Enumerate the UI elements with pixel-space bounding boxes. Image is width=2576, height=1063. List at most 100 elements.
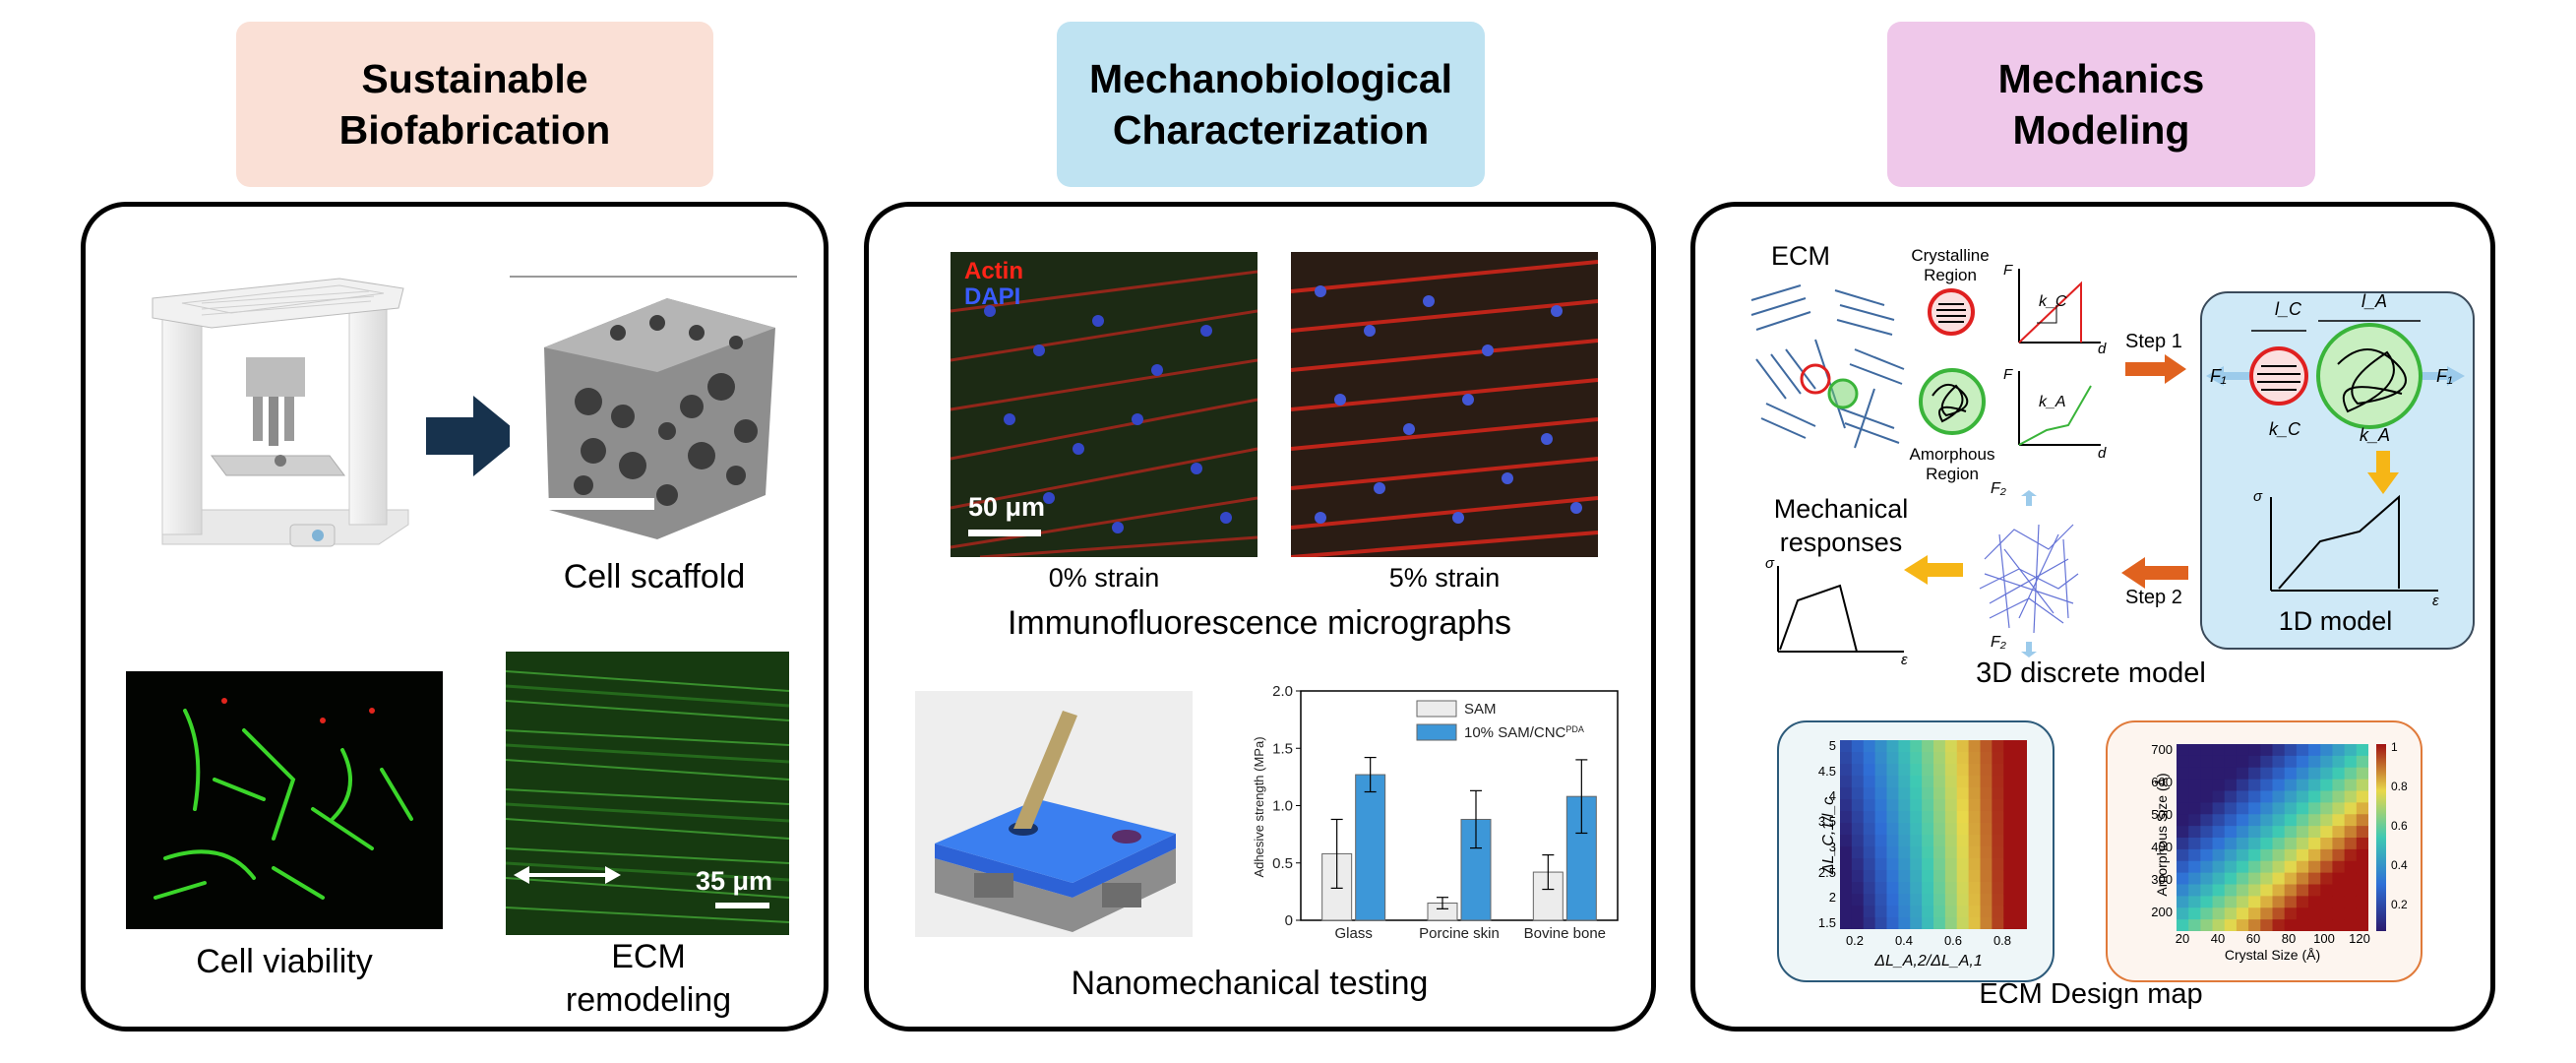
heatmap-cell xyxy=(1874,835,1887,847)
heatmap-cell xyxy=(1944,776,1958,788)
heatmap-cell xyxy=(1874,787,1887,800)
heatmap-cell xyxy=(1992,917,2004,929)
heatmap-cell xyxy=(1886,917,1899,929)
heatmap-cell xyxy=(2224,744,2238,757)
heatmap-cell xyxy=(1980,811,1993,824)
heatmap-cell xyxy=(2296,896,2309,908)
heatmap-cell xyxy=(2224,872,2238,885)
axis-tick-label: 300 xyxy=(2151,872,2173,887)
heatmap-cell xyxy=(1898,752,1911,765)
heatmap-cell xyxy=(2296,860,2309,874)
heatmap-cell xyxy=(1992,835,2004,847)
heatmap-cell xyxy=(1851,894,1865,907)
heatmap-cell xyxy=(2272,907,2286,920)
heatmap-cell xyxy=(2003,799,2016,812)
heatmap-cell xyxy=(1910,740,1923,753)
heatmap-cell xyxy=(1874,752,1887,765)
ka-model-label: k_A xyxy=(2360,425,2391,445)
heatmap-cell xyxy=(2356,826,2368,839)
heatmap-cell xyxy=(2236,790,2249,803)
heatmap-cell xyxy=(2248,919,2261,931)
heatmap-cell xyxy=(2260,802,2273,815)
ecm-scale-bar-label: 35 μm xyxy=(696,866,773,896)
heatmap-cell xyxy=(1910,882,1923,895)
heatmap-cell xyxy=(2320,814,2333,827)
heatmap-cell xyxy=(1944,752,1958,765)
heatmap-cell xyxy=(2212,802,2226,815)
heatmap-cell xyxy=(2320,790,2333,803)
f1-left-label: F₁ xyxy=(2210,366,2227,386)
heatmap-cell xyxy=(1874,906,1887,918)
heatmap-cell xyxy=(2284,744,2298,757)
heatmap-cell xyxy=(2188,872,2201,885)
axis-tick-label: 500 xyxy=(2151,807,2173,822)
axis-tick-label: 20 xyxy=(2175,931,2190,946)
heatmap-cell xyxy=(2015,823,2027,836)
heatmap-cell xyxy=(1886,787,1899,800)
heatmap-cell xyxy=(1840,858,1853,871)
heatmap-cell xyxy=(1874,811,1887,824)
heatmap-cell xyxy=(2200,860,2214,874)
heatmap-cell xyxy=(2003,858,2016,871)
heatmap-cell xyxy=(2308,744,2321,757)
heatmap-cell xyxy=(2188,755,2201,769)
kc-model-label: k_C xyxy=(2269,419,2301,439)
heatmap-cell xyxy=(1992,858,2004,871)
heatmap-cell xyxy=(2224,896,2238,908)
heatmap-cell xyxy=(1944,882,1958,895)
heatmap-cell xyxy=(1922,882,1934,895)
heatmap-cell xyxy=(1992,740,2004,753)
heatmap-cell xyxy=(2003,917,2016,929)
heatmap-cell xyxy=(1956,823,1970,836)
heatmap-cell xyxy=(2236,838,2249,850)
heatmap-cell xyxy=(1898,894,1911,907)
heatmap-cell xyxy=(2356,848,2368,862)
la-label: l_A xyxy=(2361,291,2388,311)
heatmap-cell xyxy=(2188,790,2201,803)
heatmap-cell xyxy=(1840,799,1853,812)
heatmap-cell xyxy=(1840,917,1853,929)
heatmap-cell xyxy=(1910,870,1923,883)
heatmap-cell xyxy=(2272,884,2286,897)
heatmap-cell xyxy=(2003,740,2016,753)
colorbar-tick-label: 0.2 xyxy=(2391,898,2408,911)
heatmap-cell xyxy=(2003,906,2016,918)
heatmap-cell xyxy=(2356,872,2368,885)
heatmap-cell xyxy=(2212,872,2226,885)
heatmap-cell xyxy=(2177,826,2189,839)
heatmap-cell xyxy=(1898,917,1911,929)
heatmap-cell xyxy=(1968,835,1981,847)
heatmap-cell xyxy=(2272,767,2286,781)
heatmap-cell xyxy=(2015,764,2027,777)
heatmap-cell xyxy=(1956,799,1970,812)
heatmap-cell xyxy=(2260,838,2273,850)
heatmap-cell xyxy=(2260,860,2273,874)
design-map-2-heatmap xyxy=(2177,744,2368,931)
cell-viability-caption: Cell viability xyxy=(196,943,373,980)
heatmap-cell xyxy=(1944,846,1958,859)
heatmap-cell xyxy=(1863,799,1876,812)
chart-legend-label: SAM xyxy=(1464,701,1497,718)
heatmap-cell xyxy=(2200,848,2214,862)
heatmap-cell xyxy=(2188,838,2201,850)
heatmap-cell xyxy=(2248,826,2261,839)
heatmap-cell xyxy=(1980,823,1993,836)
heatmap-cell xyxy=(2003,752,2016,765)
heatmap-cell xyxy=(1851,823,1865,836)
axis-tick-label: 0.8 xyxy=(1993,933,2012,948)
heatmap-cell xyxy=(2344,826,2358,839)
heatmap-cell xyxy=(1968,787,1981,800)
heatmap-cell xyxy=(1968,776,1981,788)
heatmap-cell xyxy=(2284,848,2298,862)
heatmap-cell xyxy=(1944,894,1958,907)
heatmap-cell xyxy=(2332,802,2346,815)
heatmap-cell xyxy=(2015,787,2027,800)
heatmap-cell xyxy=(2356,744,2368,757)
heatmap-cell xyxy=(1922,764,1934,777)
colorbar-tick-label: 0.4 xyxy=(2391,858,2408,872)
heatmap-cell xyxy=(2272,744,2286,757)
heatmap-cell xyxy=(2272,790,2286,803)
heatmap-cell xyxy=(2212,779,2226,791)
heatmap-cell xyxy=(1863,776,1876,788)
heatmap-cell xyxy=(1956,776,1970,788)
